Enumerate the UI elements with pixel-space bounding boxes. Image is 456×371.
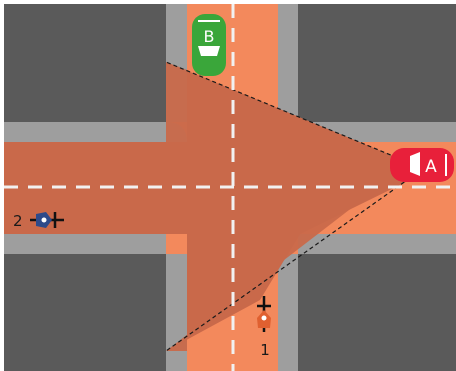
cyclist-2[interactable]: 2 — [13, 212, 64, 230]
vehicle-b-label: B — [204, 27, 215, 46]
building-block-top-left — [4, 4, 166, 122]
vehicle-b-body — [192, 14, 226, 76]
vehicle-a[interactable]: A — [390, 148, 454, 182]
vehicle-b[interactable]: B — [192, 14, 226, 76]
view-boundary-upper — [165, 61, 411, 164]
view-boundary-lower — [165, 177, 411, 352]
curb-corner-bottom-left — [166, 234, 187, 254]
cyclist-1[interactable]: 1 — [257, 296, 271, 359]
bicycle-2-hub — [41, 217, 47, 223]
cyclist-2-label: 2 — [13, 212, 23, 230]
vehicle-a-windshield — [410, 152, 420, 176]
bicycle-1-hub — [261, 315, 267, 321]
cyclist-1-label: 1 — [260, 341, 270, 359]
building-block-bottom-right — [298, 254, 456, 371]
view-cone-fill — [4, 62, 410, 351]
vehicle-b-windshield — [198, 46, 220, 56]
building-block-top-right — [298, 4, 456, 122]
vehicle-a-body — [390, 148, 454, 182]
building-block-bottom-left — [4, 254, 166, 371]
vehicle-a-label: A — [425, 157, 437, 177]
